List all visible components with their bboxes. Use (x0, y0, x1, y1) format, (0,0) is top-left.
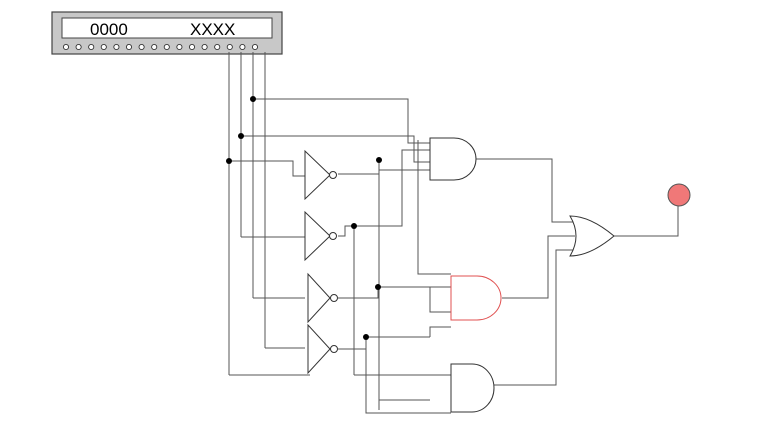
panel-pin[interactable] (176, 43, 183, 51)
display-left-value: 0000 (90, 20, 128, 39)
junction-dots (226, 96, 382, 340)
panel-pin[interactable] (62, 43, 70, 51)
panel-pin[interactable] (201, 43, 208, 51)
panel-pin[interactable] (113, 43, 120, 51)
or-gate[interactable] (569, 215, 615, 257)
and-gates[interactable] (429, 137, 502, 413)
and-gate-highlighted (450, 275, 502, 321)
panel-screen (61, 17, 273, 39)
panel-pin[interactable] (75, 43, 82, 51)
panel-pin[interactable] (88, 43, 95, 51)
panel-pin[interactable] (125, 43, 133, 51)
and-gate-3 (450, 363, 495, 413)
output-led[interactable] (667, 183, 691, 207)
not-gate-3 (307, 272, 338, 324)
panel-pin[interactable] (138, 43, 145, 51)
panel-pin[interactable] (163, 43, 170, 51)
panel-pin[interactable] (226, 43, 233, 51)
panel-pin[interactable] (251, 43, 259, 51)
display-right-value: XXXX (190, 20, 235, 39)
not-gate-1 (304, 149, 337, 201)
not-gate-2 (304, 210, 337, 262)
not-gate-4 (307, 323, 338, 375)
wires (228, 52, 679, 414)
input-display-panel[interactable]: 0000 XXXX (51, 11, 283, 55)
not-gates[interactable] (304, 149, 338, 375)
panel-pin[interactable] (100, 43, 107, 51)
and-gate-1 (429, 137, 477, 181)
panel-pin[interactable] (239, 43, 246, 51)
panel-pin[interactable] (188, 43, 196, 51)
panel-pin[interactable] (151, 43, 158, 51)
panel-pin[interactable] (214, 43, 221, 51)
panel-pins[interactable] (62, 43, 259, 51)
